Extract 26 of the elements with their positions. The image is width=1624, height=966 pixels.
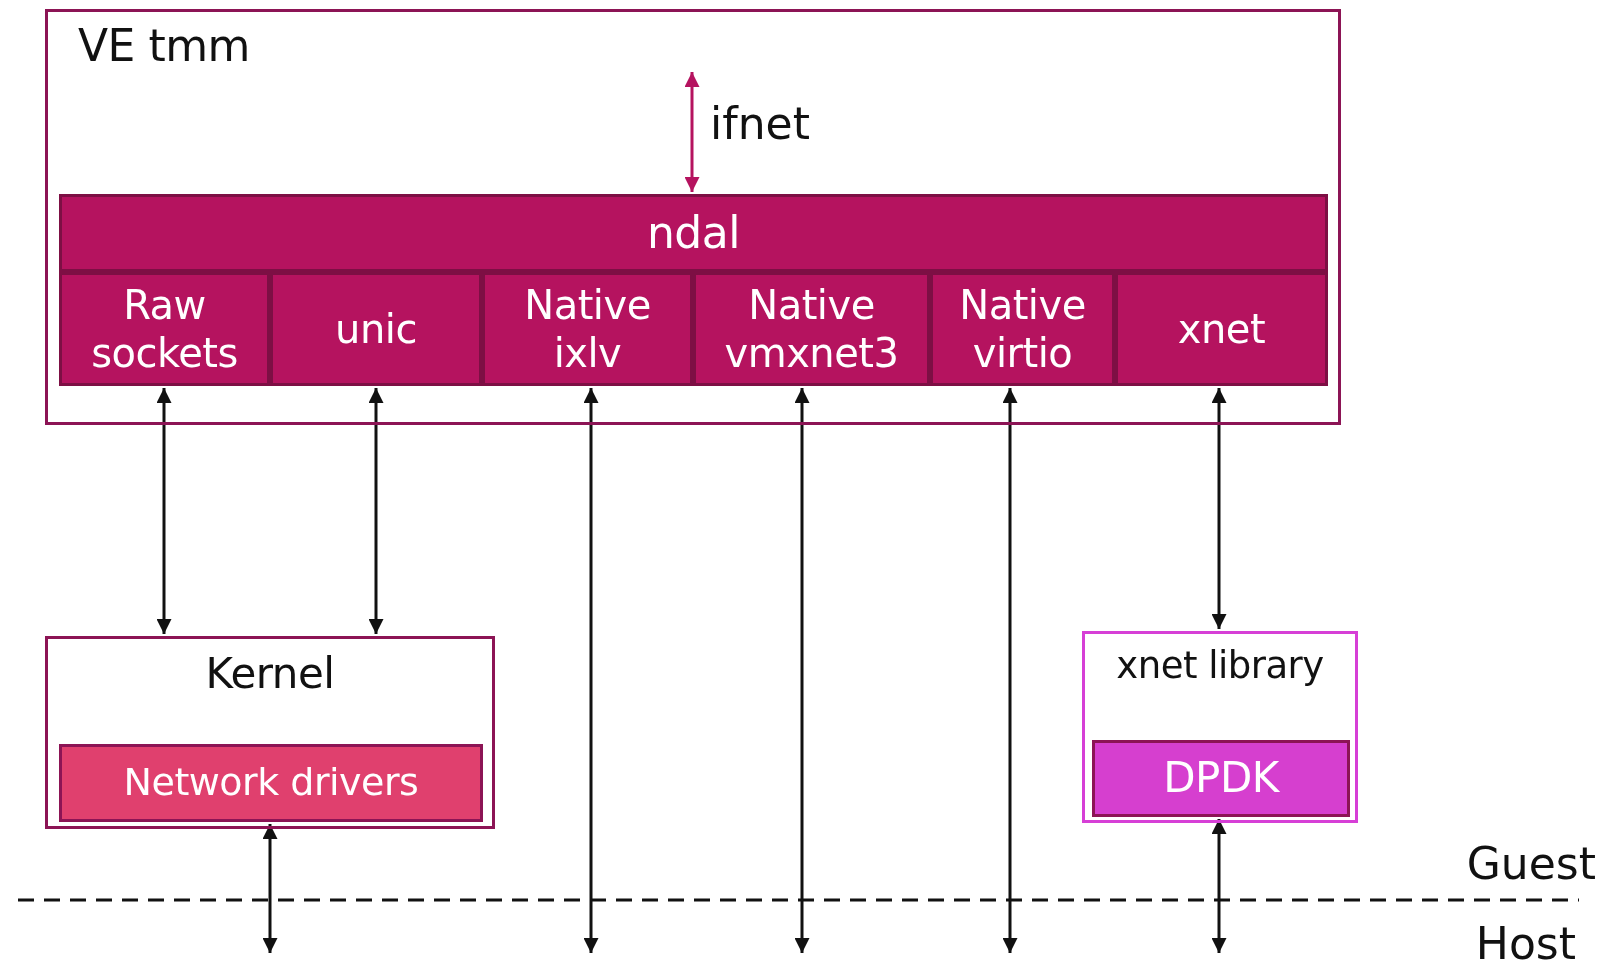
- module-cell: xnet: [1115, 272, 1328, 386]
- arrow: [1002, 388, 1018, 953]
- zone-label: Guest: [1466, 842, 1596, 886]
- library-box: [1082, 631, 1358, 823]
- box-title: xnet library: [1115, 644, 1325, 689]
- box-title: Kernel: [204, 649, 336, 700]
- arrow: [262, 824, 278, 953]
- arrow: [583, 388, 599, 953]
- module-cell: Native ixlv: [482, 272, 693, 386]
- arrow: [794, 388, 810, 953]
- arrow: [684, 72, 700, 192]
- module-cell: unic: [270, 272, 482, 386]
- arrow: [156, 388, 172, 634]
- container-box: [45, 9, 1341, 425]
- arrow: [1211, 388, 1227, 629]
- arrow: [368, 388, 384, 634]
- arrow: [1211, 819, 1227, 953]
- zone-label: Host: [1475, 922, 1576, 966]
- library-box: DPDK: [1092, 740, 1350, 817]
- box-title: VE tmm: [78, 20, 250, 73]
- layer-bar: ndal: [59, 194, 1328, 272]
- container-box: [45, 636, 495, 829]
- module-cell: Native virtio: [930, 272, 1115, 386]
- module-cell: Native vmxnet3: [693, 272, 930, 386]
- driver-box: Network drivers: [59, 744, 483, 822]
- module-cell: Raw sockets: [59, 272, 270, 386]
